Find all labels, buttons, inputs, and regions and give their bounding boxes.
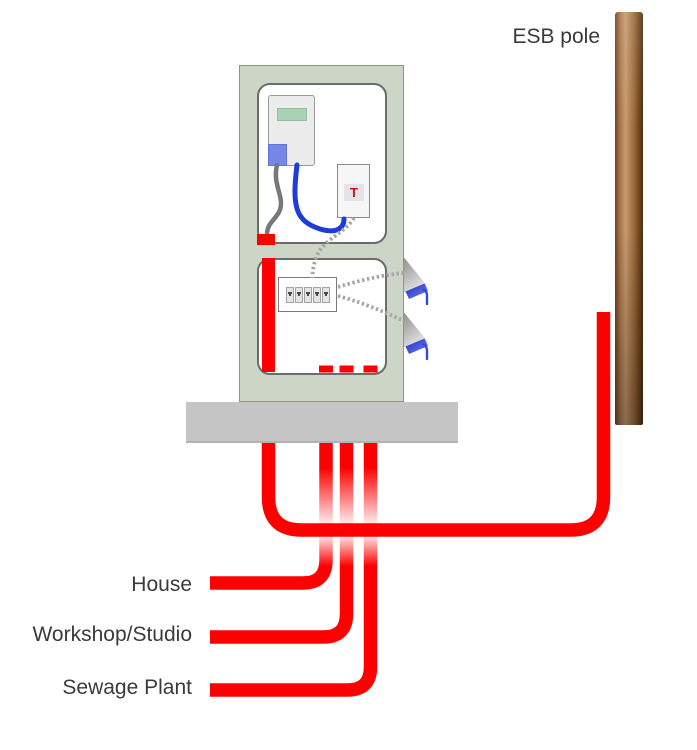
branch-cables: [210, 443, 378, 697]
breaker-lever-icon: [314, 291, 319, 296]
breaker-row: [285, 286, 330, 303]
breaker-switch: [294, 286, 303, 303]
esb-pole-label: ESB pole: [512, 25, 600, 48]
isolator-t-mark: T: [350, 185, 358, 200]
isolator-label-band: T: [344, 184, 364, 201]
cable-gland-connector-2: [402, 311, 430, 361]
breaker-lever-icon: [305, 291, 310, 296]
meter-display: [277, 108, 307, 121]
meter-cabinet: T: [239, 65, 404, 402]
breaker-switch: [312, 286, 321, 303]
sewage-cable: [210, 534, 378, 697]
breaker-lever-icon: [323, 291, 328, 296]
breaker-switch: [321, 286, 330, 303]
concrete-plinth: [186, 402, 458, 443]
breaker-lever-icon: [287, 291, 292, 296]
esb-pole: [615, 12, 643, 425]
workshop-cable: [210, 534, 354, 644]
distribution-compartment: [257, 258, 387, 375]
meter-terminal-block: [268, 144, 287, 166]
house-label: House: [131, 573, 192, 596]
workshop-label: Workshop/Studio: [32, 623, 192, 646]
breaker-panel: [278, 277, 337, 312]
sewage-label: Sewage Plant: [62, 676, 192, 699]
breaker-switch: [285, 286, 294, 303]
meter-compartment: T: [257, 83, 387, 244]
breaker-switch: [303, 286, 312, 303]
electricity-meter: [268, 95, 315, 166]
cable-gland-connector-1: [402, 256, 430, 306]
breaker-lever-icon: [296, 291, 301, 296]
isolator-switch-box: T: [337, 164, 370, 218]
house-cable: [210, 534, 333, 590]
